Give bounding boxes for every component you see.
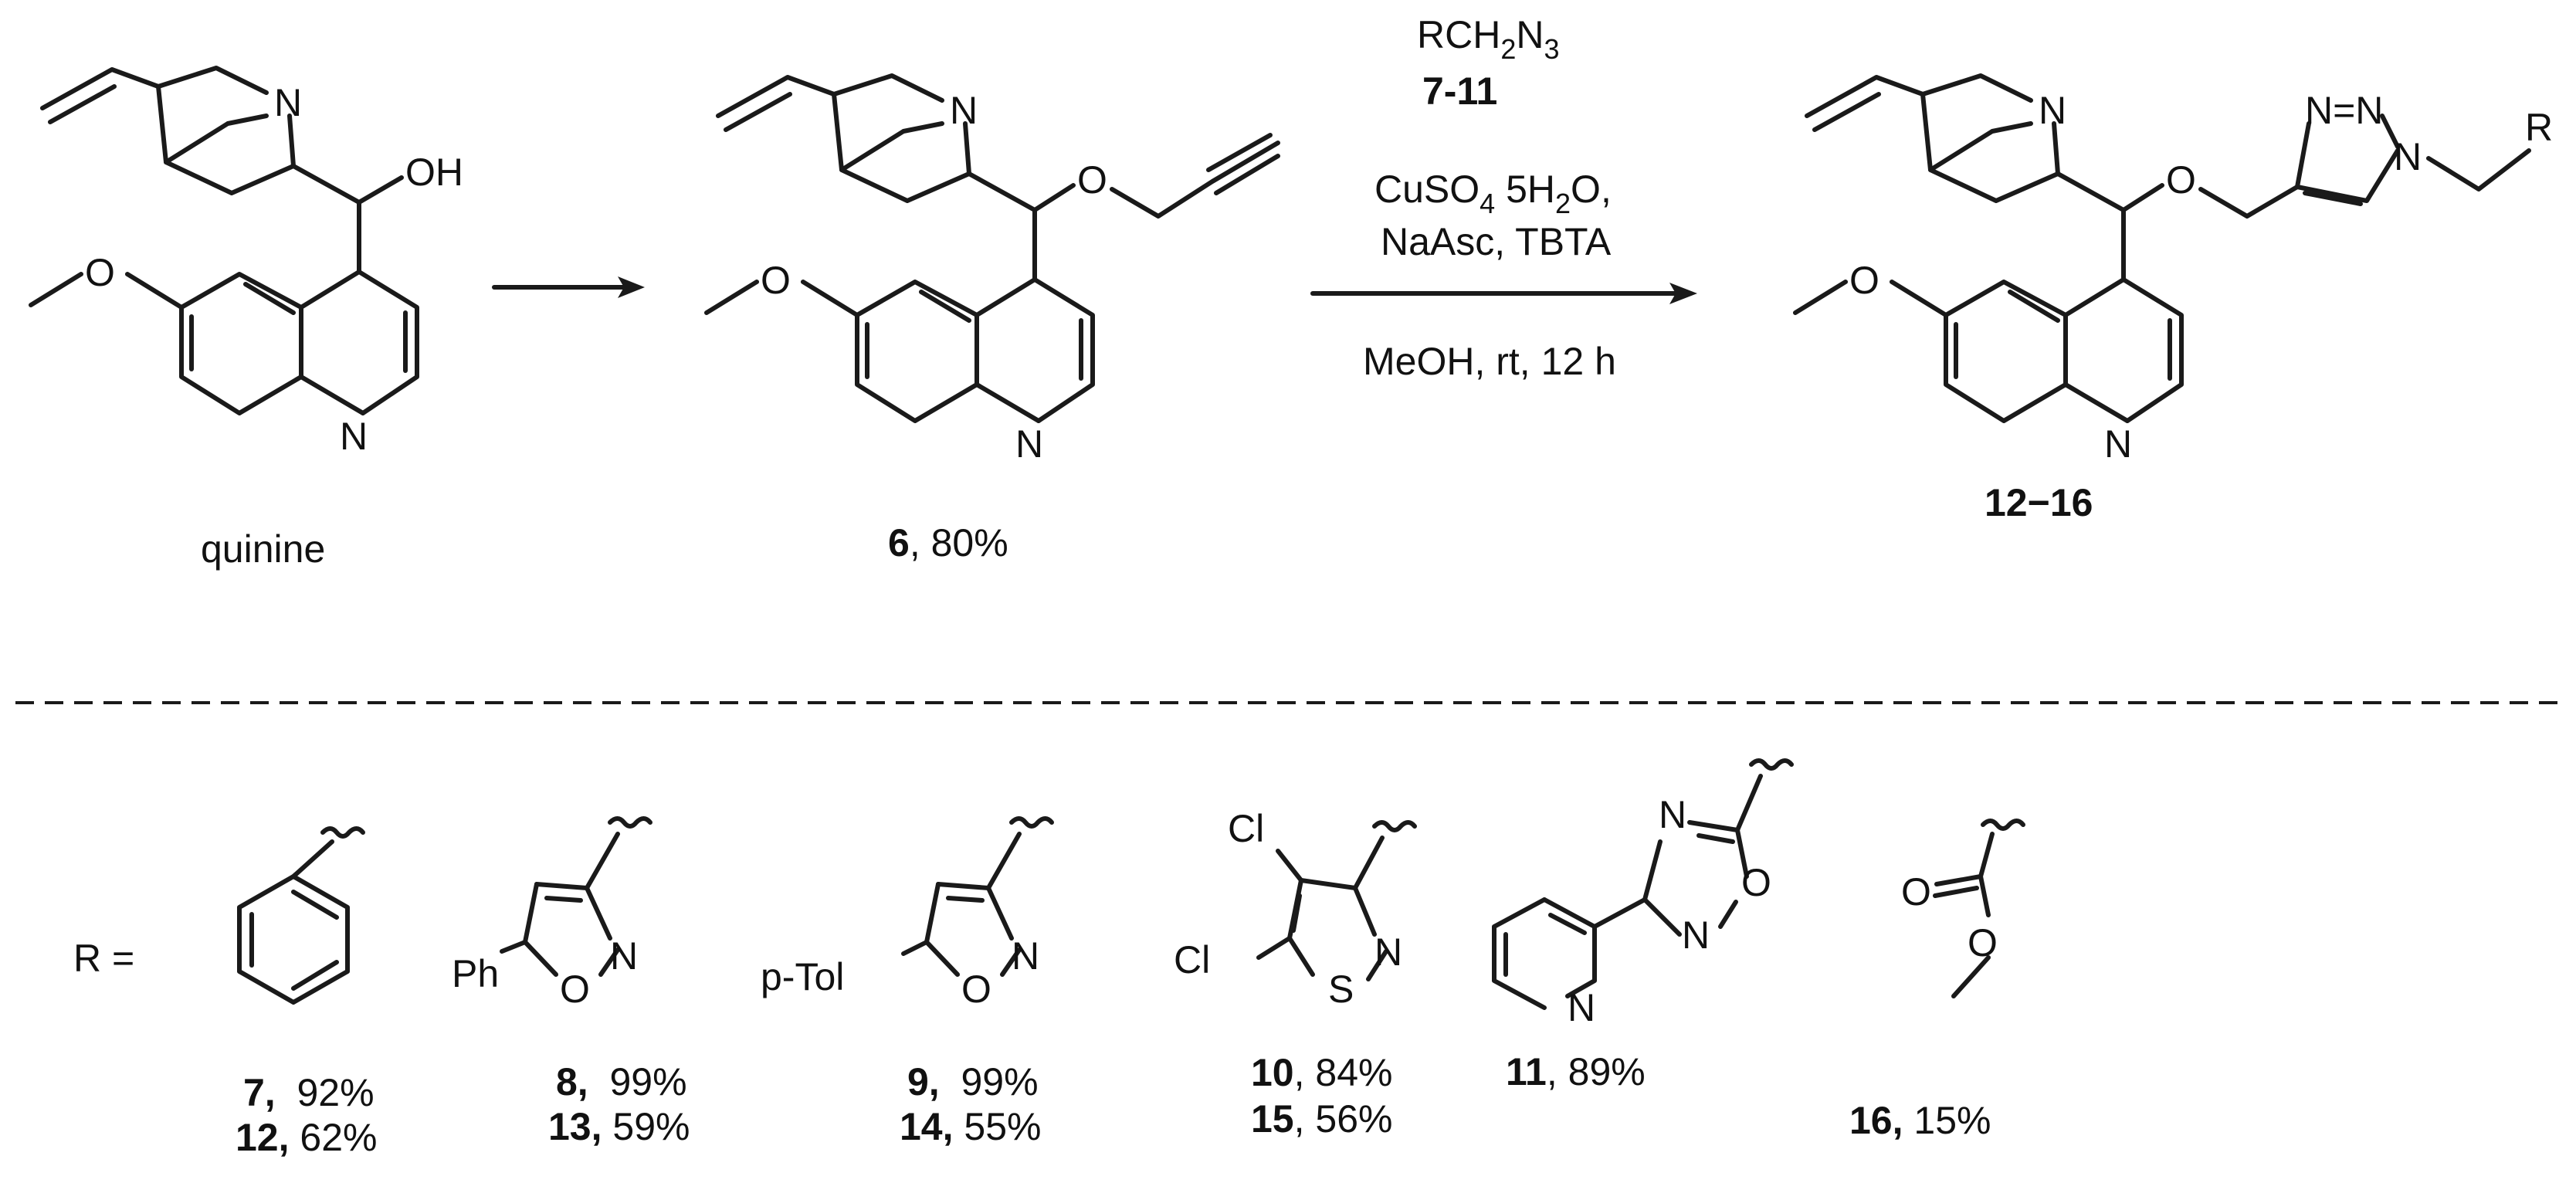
r-group-3-line-2: 14, 55% bbox=[900, 1105, 1041, 1148]
oxadiazole-n2-atom: N bbox=[1682, 914, 1710, 957]
quinine-methoxy-o: O bbox=[85, 251, 115, 294]
tolylisoxazole-n-atom: N bbox=[1012, 934, 1039, 978]
quinine-structure: N OH N O bbox=[29, 66, 463, 458]
ester-o-atom: O bbox=[1968, 921, 1998, 964]
phenyl-substituent: Ph bbox=[452, 952, 499, 995]
isoxazole-n-atom: N bbox=[610, 934, 638, 978]
product-range-label: 12−16 bbox=[1985, 481, 2093, 524]
compound-6-n-atom: N bbox=[950, 89, 978, 132]
chloro-substituent-5: Cl bbox=[1174, 938, 1210, 981]
product-methoxy-o: O bbox=[1849, 259, 1879, 302]
reaction-arrow-1 bbox=[492, 276, 645, 298]
r-group-1-line-1: 7, 92% bbox=[243, 1071, 375, 1114]
r-group-3-line-1: 9, 99% bbox=[907, 1060, 1039, 1103]
compound-6-structure: N O N O bbox=[704, 73, 1280, 466]
oxadiazole-n4-atom: N bbox=[1659, 793, 1686, 836]
quinine-quinoline-n: N bbox=[340, 415, 368, 458]
r-group-methoxycarbonyl-structure: O O bbox=[1901, 819, 2025, 998]
quinine-label: quinine bbox=[201, 527, 325, 571]
r-group-5-line-1: 11, 89% bbox=[1506, 1050, 1646, 1093]
compound-6-methoxy-o: O bbox=[761, 259, 791, 302]
p-tolyl-substituent: p-Tol bbox=[761, 955, 844, 998]
r-groups-label: R = bbox=[73, 937, 134, 980]
reaction-arrow-2 bbox=[1310, 283, 1697, 304]
tolylisoxazole-o-atom: O bbox=[961, 968, 991, 1011]
compound-6-yield: , 80% bbox=[910, 521, 1008, 564]
isoxazole-o-atom: O bbox=[560, 968, 590, 1011]
isothiazole-n-atom: N bbox=[1374, 930, 1402, 974]
product-triazole-n1: N bbox=[2394, 135, 2422, 178]
reagent-formula: RCH2N3 bbox=[1417, 13, 1560, 65]
r-group-dichloroisothiazole-structure: N S Cl Cl bbox=[1174, 807, 1417, 1011]
r-group-tolylisoxazole-structure: N O p-Tol bbox=[761, 816, 1054, 1011]
r-group-2-line-2: 13, 59% bbox=[548, 1105, 690, 1148]
quinine-oh-atom: OH bbox=[405, 151, 463, 194]
compound-6-number: 6 bbox=[888, 521, 910, 564]
quinine-n-atom: N bbox=[274, 81, 302, 124]
oxadiazole-o-atom: O bbox=[1741, 861, 1771, 904]
compound-6-label: 6, 80% bbox=[888, 521, 1008, 564]
conditions-line-1: CuSO4 5H2O, bbox=[1374, 168, 1612, 219]
r-group-2-line-1: 8, 99% bbox=[556, 1060, 687, 1103]
chloro-substituent-4: Cl bbox=[1228, 807, 1264, 850]
product-quinoline-n: N bbox=[2104, 422, 2132, 466]
product-triazole-n-eq: N=N bbox=[2305, 89, 2383, 132]
product-n-atom: N bbox=[2039, 89, 2066, 132]
product-o-atom: O bbox=[2166, 158, 2196, 202]
conditions-line-3: MeOH, rt, 12 h bbox=[1363, 340, 1616, 383]
r-group-1-line-2: 12, 62% bbox=[236, 1116, 377, 1159]
compound-6-o-atom: O bbox=[1077, 158, 1107, 202]
r-group-phenylisoxazole-structure: N O Ph bbox=[452, 816, 652, 1011]
pyridine-n-atom: N bbox=[1568, 986, 1595, 1029]
isothiazole-s-atom: S bbox=[1328, 968, 1354, 1011]
r-group-pyridyloxadiazole-structure: N N O N bbox=[1492, 758, 1794, 1029]
r-group-phenyl-structure bbox=[237, 826, 365, 1005]
carbonyl-o-atom: O bbox=[1901, 870, 1931, 914]
r-group-4-line-2: 15, 56% bbox=[1251, 1097, 1392, 1141]
product-structure: N O N=N N R N O bbox=[1793, 73, 2553, 466]
r-group-4-line-1: 10, 84% bbox=[1251, 1051, 1392, 1094]
product-r-atom: R bbox=[2525, 106, 2553, 149]
reagent-numbers: 7-11 bbox=[1422, 69, 1497, 113]
compound-6-quinoline-n: N bbox=[1015, 422, 1043, 466]
conditions-line-2: NaAsc, TBTA bbox=[1381, 220, 1612, 263]
r-group-6-line-1: 16, 15% bbox=[1849, 1099, 1991, 1142]
